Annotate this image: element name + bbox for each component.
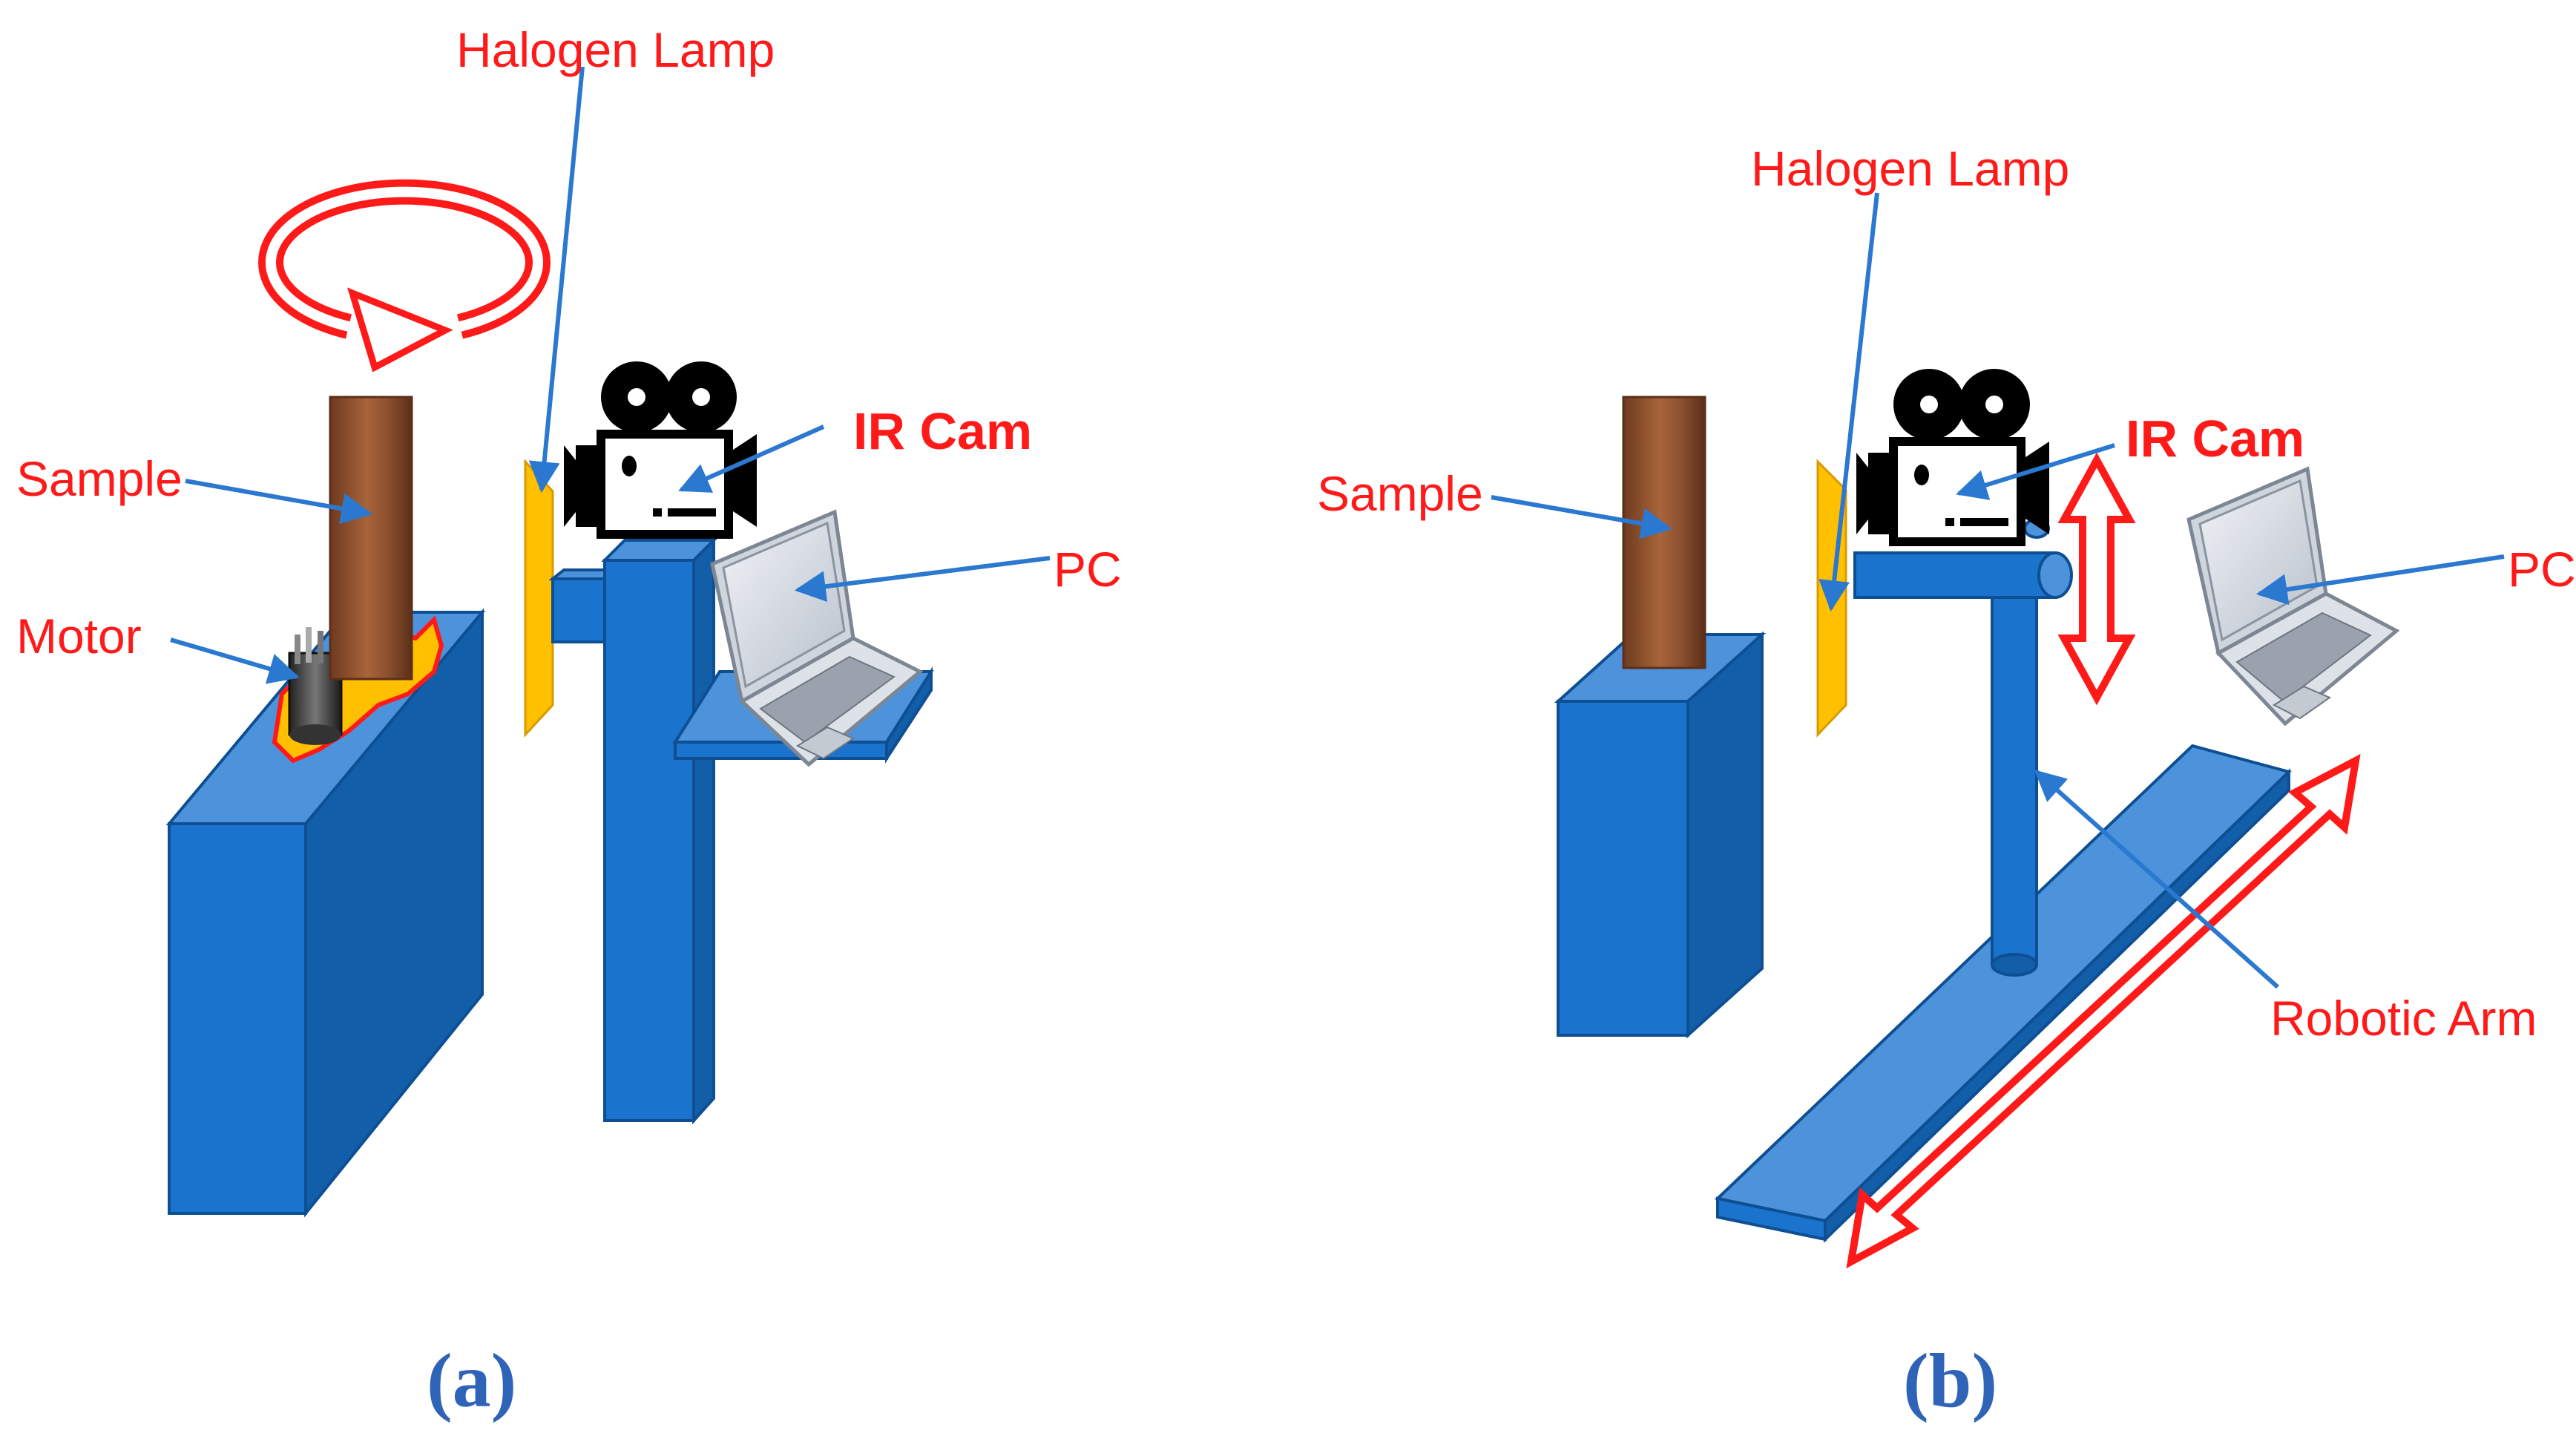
linear-motion-arrow-icon xyxy=(1846,753,2361,1269)
caption-b: (b) xyxy=(1903,1338,1997,1423)
callouts-b xyxy=(1491,192,2505,989)
label-motor: Motor xyxy=(16,609,142,663)
sample-rod xyxy=(1622,396,1706,669)
panel-a: Halogen Lamp IR Cam Sample Motor PC (a) xyxy=(16,22,1122,1423)
caption-a: (a) xyxy=(427,1338,516,1423)
vertical-motion-arrow-icon xyxy=(2057,452,2136,706)
linear-rail xyxy=(1714,744,2292,1243)
halogen-lamp xyxy=(524,459,554,738)
label-robotic-arm: Robotic Arm xyxy=(2270,991,2537,1046)
sample-base-block xyxy=(1554,631,1767,1039)
label-sample: Sample xyxy=(16,451,183,506)
ir-camera-icon xyxy=(564,361,757,539)
laptop-pc-icon xyxy=(2186,466,2400,727)
rotation-arrow-icon xyxy=(258,179,551,373)
ir-camera-icon xyxy=(1856,369,2049,546)
label-ir-cam: IR Cam xyxy=(2126,410,2304,468)
laptop-pc-icon xyxy=(710,509,924,767)
label-pc: PC xyxy=(1054,542,1122,597)
callouts-a xyxy=(170,66,1051,684)
sample-rod xyxy=(329,396,413,681)
label-halogen-lamp: Halogen Lamp xyxy=(1751,141,2069,196)
panel-b: Halogen Lamp IR Cam Sample PC Robotic Ar… xyxy=(1317,141,2576,1423)
robotic-arm xyxy=(1853,518,2073,977)
label-pc: PC xyxy=(2508,542,2576,597)
label-halogen-lamp: Halogen Lamp xyxy=(456,22,775,77)
label-ir-cam: IR Cam xyxy=(853,402,1032,460)
label-sample: Sample xyxy=(1317,466,1483,521)
